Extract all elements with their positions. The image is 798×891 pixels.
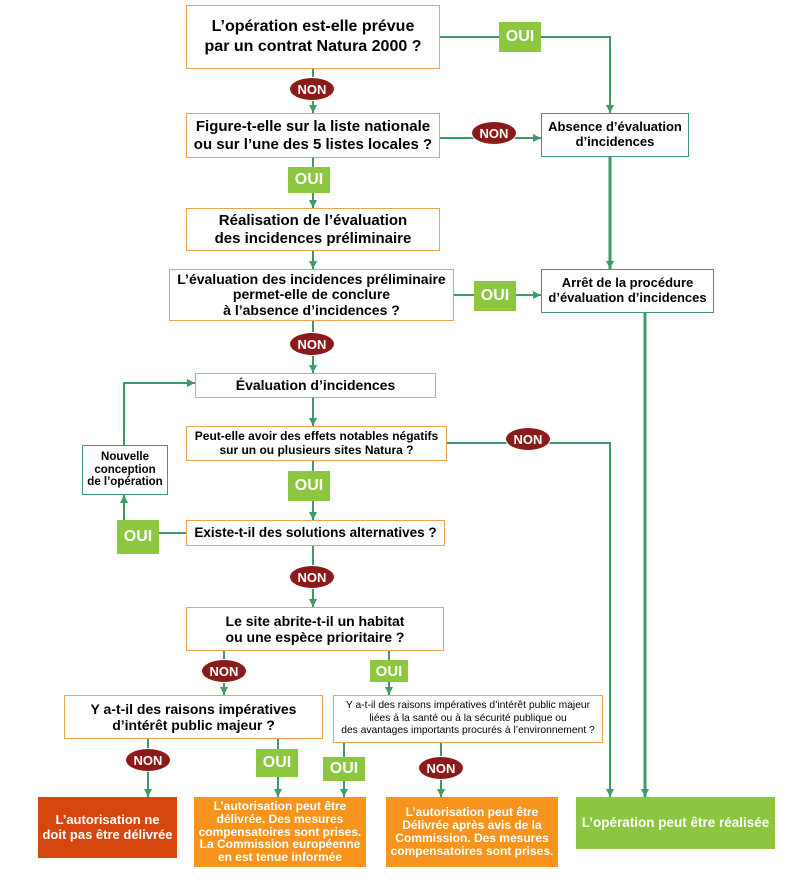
branch-no-public-interest-priority: NON: [419, 757, 463, 779]
arrow-effects-no-to-realised: [447, 442, 614, 797]
branch-no-lists: NON: [472, 122, 516, 144]
impact-assessment-box: Évaluation d’incidences: [195, 373, 436, 398]
branch-yes-priority: OUI: [370, 660, 408, 682]
no-assessment-box: Absence d’évaluation d’incidences: [541, 113, 689, 157]
preliminary-assessment-box: Réalisation de l’évaluation des incidenc…: [186, 208, 440, 251]
question-alternatives: Existe-t-il des solutions alternatives ?: [186, 520, 445, 546]
branch-yes-preliminary: OUI: [474, 281, 516, 311]
branch-no-effects: NON: [506, 428, 550, 450]
outcome-authorized-after-commission-opinion: L’autorisation peut être Délivrée après …: [386, 797, 558, 867]
outcome-authorized-commission-informed: L’autorisation peut être délivrée. Des m…: [194, 797, 366, 867]
question-public-interest: Y a-t-il des raisons impératives d’intér…: [64, 695, 323, 739]
arrow-contract-yes-to-no-assessment: [440, 36, 614, 113]
stop-procedure-box: Arrêt de la procédure d’évaluation d’inc…: [541, 269, 714, 313]
branch-yes-lists: OUI: [288, 167, 330, 193]
branch-no-priority: NON: [202, 660, 246, 682]
branch-no-preliminary: NON: [290, 333, 334, 355]
question-national-local-lists: Figure-t-elle sur la liste nationale ou …: [186, 113, 440, 158]
question-natura-contract: L’opération est-elle prévue par un contr…: [186, 5, 440, 69]
arrow-redesign-to-assessment: [123, 379, 195, 445]
branch-yes-public-interest: OUI: [256, 749, 298, 777]
branch-no-public-interest: NON: [126, 749, 170, 771]
redesign-operation-box: Nouvelle conception de l’opération: [82, 445, 168, 495]
branch-yes-contract: OUI: [499, 22, 541, 52]
branch-yes-effects: OUI: [288, 471, 330, 501]
branch-no-contract: NON: [290, 78, 334, 100]
branch-yes-public-interest-priority: OUI: [323, 757, 365, 781]
question-priority-habitat: Le site abrite-t-il un habitat ou une es…: [186, 607, 444, 651]
branch-yes-alternatives: OUI: [117, 520, 159, 554]
outcome-authorization-refused: L’autorisation ne doit pas être délivrée: [38, 797, 177, 858]
branch-no-alternatives: NON: [290, 566, 334, 588]
question-significant-effects: Peut-elle avoir des effets notables néga…: [186, 426, 447, 461]
question-preliminary-conclusion: L’évaluation des incidences préliminaire…: [169, 269, 454, 321]
outcome-operation-realised: L’opération peut être réalisée: [576, 797, 775, 849]
question-public-interest-health-safety: Y a-t-il des raisons impératives d’intér…: [333, 695, 603, 743]
